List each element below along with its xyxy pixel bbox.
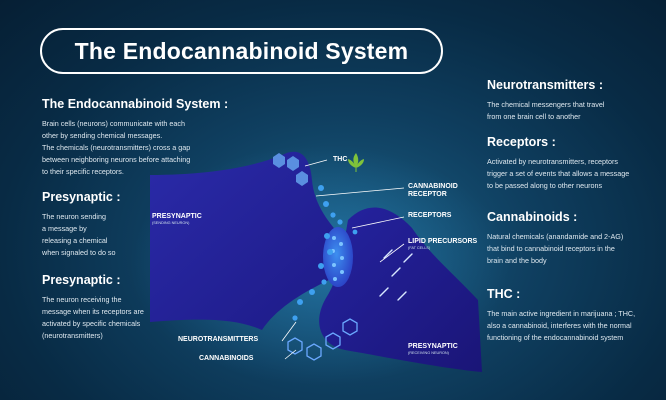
section-heading: Receptors : bbox=[487, 135, 556, 149]
section-presynaptic-sending: Presynaptic : The neuron sending a messa… bbox=[42, 190, 121, 259]
thc-hexagons bbox=[273, 153, 308, 186]
section-body: Activated by neurotransmitters, receptor… bbox=[487, 157, 630, 190]
section-endocannabinoid-system: The Endocannabinoid System : Brain cells… bbox=[42, 97, 228, 178]
section-heading: Neurotransmitters : bbox=[487, 78, 603, 92]
section-body: The neuron receiving the message when it… bbox=[42, 295, 144, 340]
receiving-neuron bbox=[319, 207, 482, 372]
cannabinoid-hexagons bbox=[287, 318, 358, 361]
section-heading: Presynaptic : bbox=[42, 273, 121, 287]
section-neurotransmitters: Neurotransmitters : The chemical messeng… bbox=[487, 78, 604, 123]
cannabis-leaf-icon bbox=[348, 153, 364, 172]
label-neurotransmitters: NEUROTRANSMITTERS bbox=[178, 336, 259, 343]
label-lipid-precursors: LIPID PRECURSORS bbox=[408, 238, 478, 245]
section-body: The main active ingredient in marijuana … bbox=[487, 309, 636, 342]
title-banner: The Endocannabinoid System bbox=[40, 28, 443, 74]
section-body: Brain cells (neurons) communicate with e… bbox=[42, 119, 191, 176]
leader-lines bbox=[281, 159, 405, 360]
label-lipid-precursors-sub: (FAT CELLS) bbox=[408, 246, 431, 250]
section-body: The chemical messengers that travel from… bbox=[487, 100, 605, 121]
neurotransmitter-particles bbox=[292, 185, 358, 321]
label-cannabinoid-receptor: CANNABINOID RECEPTOR bbox=[408, 183, 458, 198]
receptor-dots bbox=[331, 236, 344, 281]
label-presynaptic-receiving-sub: (RECEIVING NEURON) bbox=[408, 351, 449, 355]
label-presynaptic-receiving: PRESYNAPTIC bbox=[408, 343, 458, 350]
label-thc: THC bbox=[333, 156, 348, 163]
section-presynaptic-receiving: Presynaptic : The neuron receiving the m… bbox=[42, 273, 144, 342]
lipid-precursor-lines bbox=[379, 249, 413, 301]
section-heading: Presynaptic : bbox=[42, 190, 121, 204]
sending-neuron bbox=[150, 151, 349, 330]
section-thc: THC : The main active ingredient in mari… bbox=[487, 287, 635, 344]
label-cannabinoids: CANNABINOIDS bbox=[199, 355, 254, 362]
section-body: The neuron sending a message by releasin… bbox=[42, 212, 116, 257]
section-receptors: Receptors : Activated by neurotransmitte… bbox=[487, 135, 629, 192]
label-presynaptic-sending-sub: (SENDING NEURON) bbox=[152, 221, 190, 225]
section-heading: Cannabinoids : bbox=[487, 210, 578, 224]
label-receptors: RECEPTORS bbox=[408, 212, 452, 219]
page-title: The Endocannabinoid System bbox=[74, 37, 409, 64]
section-heading: The Endocannabinoid System : bbox=[42, 97, 229, 111]
label-presynaptic-sending: PRESYNAPTIC bbox=[152, 213, 202, 220]
receptor-bulb bbox=[323, 227, 353, 287]
